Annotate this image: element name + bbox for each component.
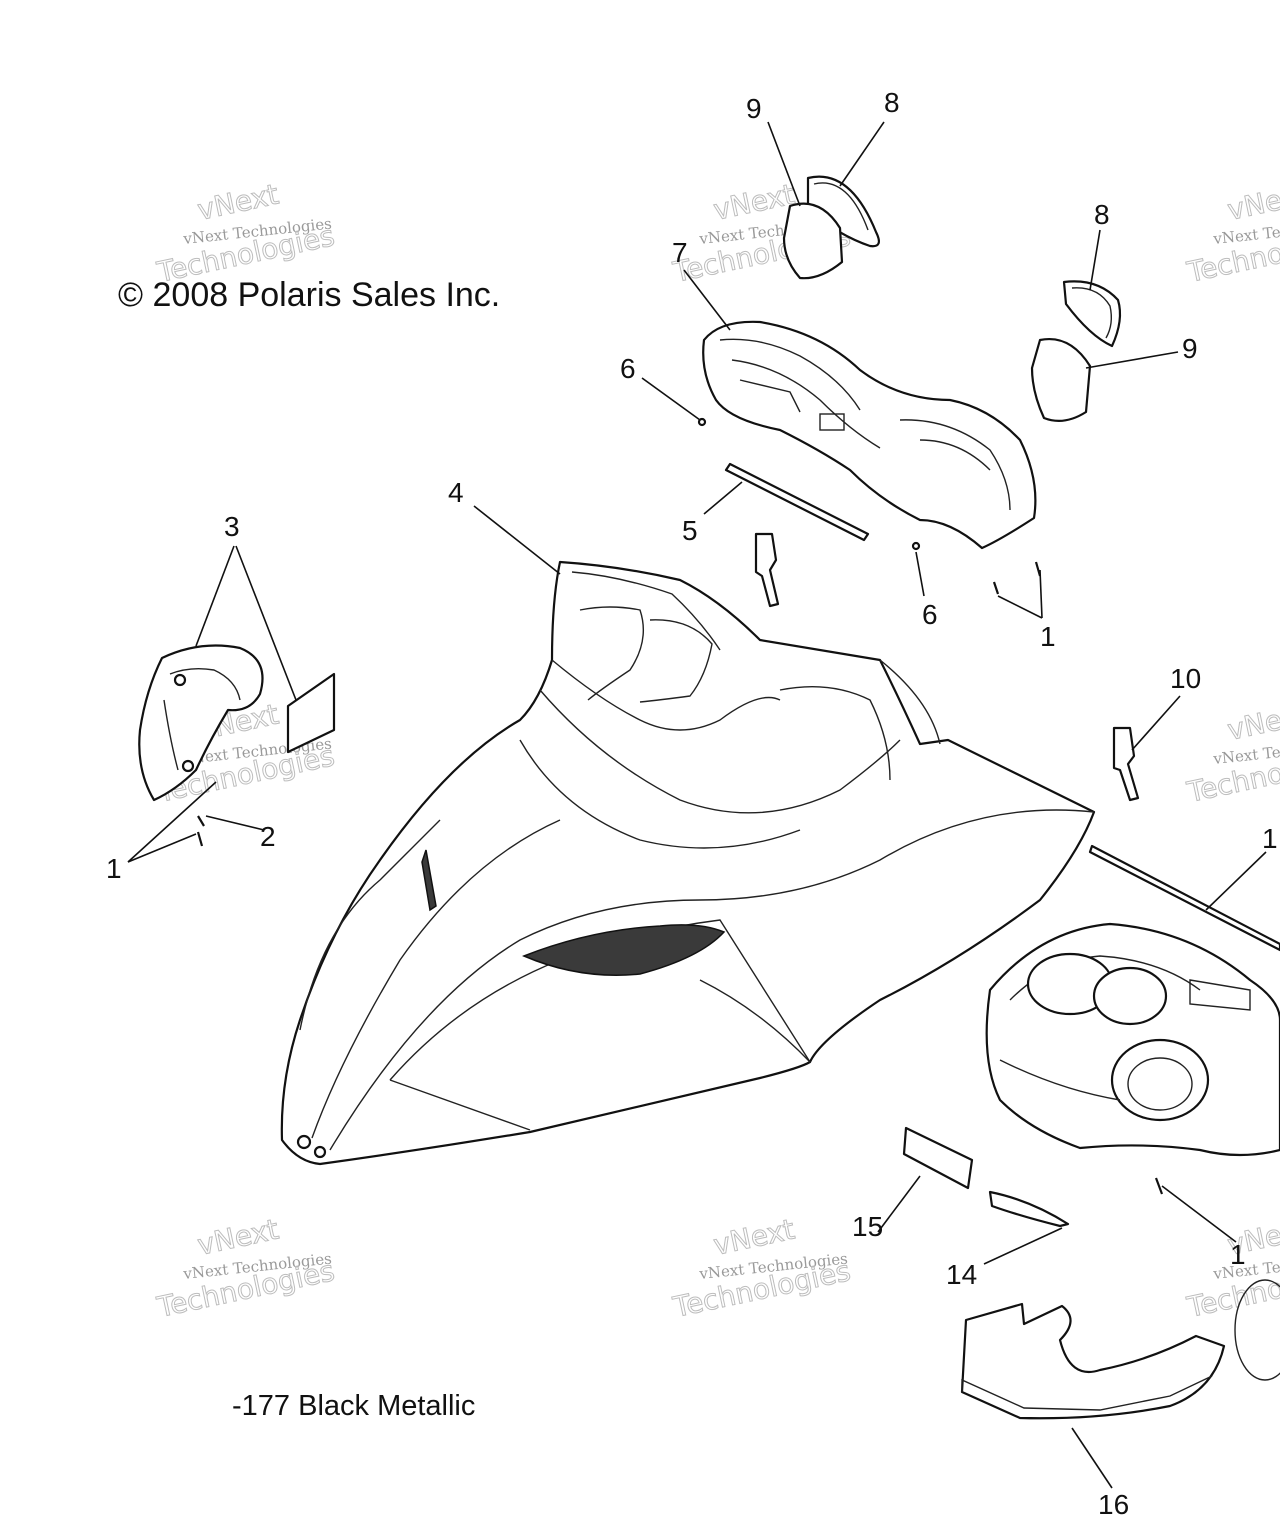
- callout-8: 8: [1094, 199, 1110, 230]
- callout-6: 6: [922, 599, 938, 630]
- callout-7: 7: [672, 237, 688, 268]
- callout-9: 9: [1182, 333, 1198, 364]
- floor-mat: [960, 1279, 1280, 1420]
- watermark-text: vNext: [711, 1213, 798, 1262]
- callout-3: 3: [224, 511, 240, 542]
- callout-1: 1: [1230, 1239, 1246, 1270]
- gauge-lens-bezel-upper: [782, 175, 880, 280]
- gauge-lens-bezel-right: [1030, 280, 1122, 423]
- support-rod: [1088, 844, 1280, 952]
- color-code-note: -177 Black Metallic: [232, 1390, 476, 1422]
- callout-5: 5: [682, 515, 698, 546]
- callout-9: 9: [746, 93, 762, 124]
- callout-16: 16: [1098, 1489, 1129, 1520]
- watermark-text: vNext: [1225, 178, 1280, 227]
- copyright-notice: © 2008 Polaris Sales Inc.: [118, 276, 501, 314]
- side-mirror-panel: [138, 644, 336, 802]
- watermark-text: vNext: [195, 178, 282, 227]
- callout-6: 6: [620, 353, 636, 384]
- retainer-clip-10: [1112, 726, 1140, 802]
- trim-strip: [724, 462, 870, 542]
- callout-1: 1: [106, 853, 122, 884]
- watermark-text: vNext: [711, 178, 798, 227]
- callout-8: 8: [884, 87, 900, 118]
- fastener: [1154, 1177, 1164, 1195]
- callout-10: 10: [1170, 663, 1201, 694]
- watermark-text: vNext: [1225, 698, 1280, 747]
- callout-labels: 9 8 8 9 7 6 6 5 4 3 2 1 1 1 10 1 15 14 1…: [106, 87, 1278, 1520]
- callout-1: 1: [1040, 621, 1056, 652]
- fastener: [992, 561, 1042, 595]
- fastener: [196, 815, 205, 847]
- leader-lines: [127, 121, 1267, 1489]
- instrument-housing: [702, 320, 1037, 550]
- callout-15: 15: [852, 1211, 883, 1242]
- glovebox-assembly: [985, 922, 1280, 1157]
- watermark-text: vNext: [195, 1213, 282, 1262]
- retainer-clip: [754, 532, 780, 608]
- hood-assembly: [280, 560, 1096, 1166]
- callout-1: 1: [1262, 823, 1278, 854]
- callout-4: 4: [448, 477, 464, 508]
- decal-14: [988, 1190, 1070, 1228]
- fastener: [911, 541, 921, 551]
- callout-2: 2: [260, 821, 276, 852]
- callout-14: 14: [946, 1259, 977, 1290]
- decal-15: [902, 1126, 974, 1190]
- fastener: [697, 417, 707, 427]
